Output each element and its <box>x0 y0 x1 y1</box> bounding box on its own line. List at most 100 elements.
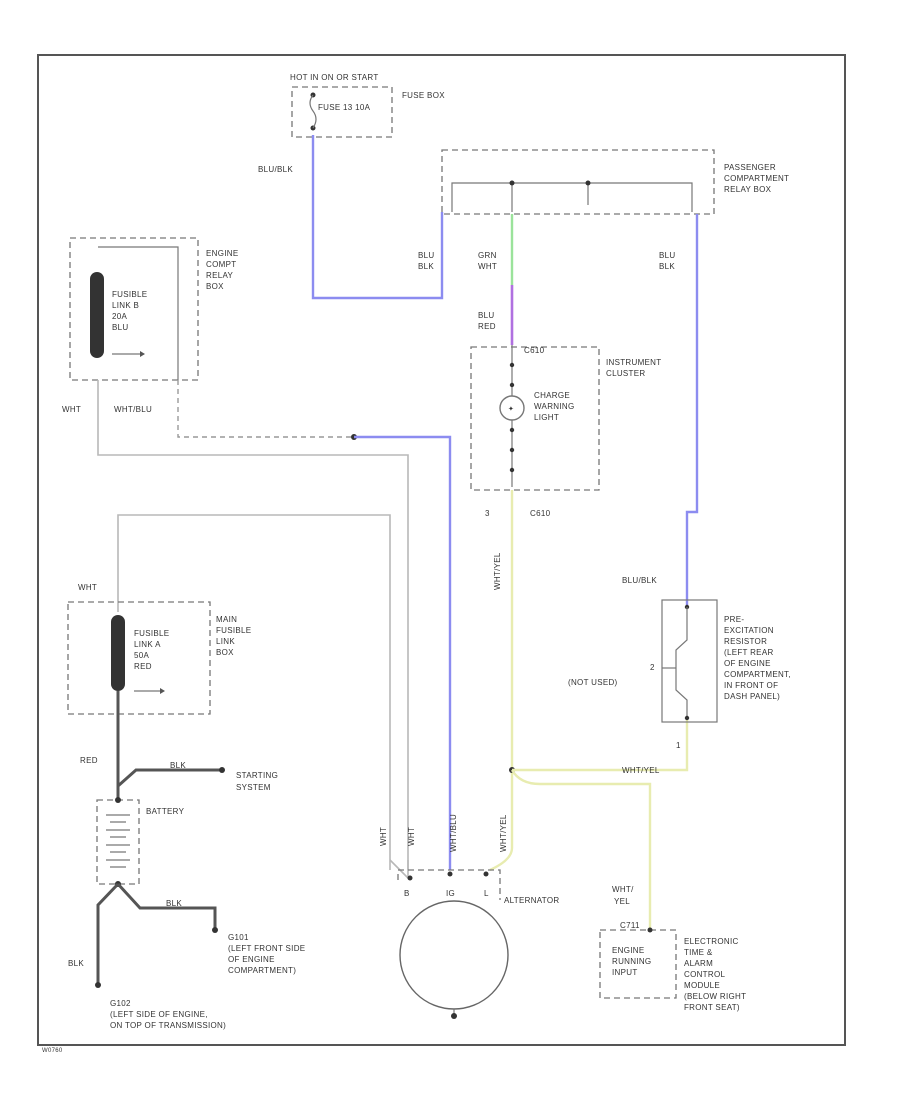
starting-system-line-2: SYSTEM <box>236 783 271 792</box>
wire-label-blu-red-1: BLU <box>478 311 494 320</box>
engine-relay-box: FUSIBLE LINK B 20A BLU ENGINE COMPT RELA… <box>69 237 238 381</box>
module-connector: C711 <box>620 921 640 930</box>
fusible-link-a-line-2: LINK A <box>134 640 161 649</box>
relay-box-line-1: PASSENGER <box>724 163 776 172</box>
wire-blk-starting <box>117 768 222 788</box>
passenger-relay-box: PASSENGER COMPARTMENT RELAY BOX <box>441 149 789 215</box>
fusible-link-b-line-2: LINK B <box>112 301 139 310</box>
cluster-line-1: INSTRUMENT <box>606 358 661 367</box>
engine-relay-line-4: BOX <box>206 282 224 291</box>
main-fusible-link-box: FUSIBLE LINK A 50A RED MAIN FUSIBLE LINK… <box>67 601 251 715</box>
charge-light-icon <box>499 395 525 421</box>
module-line-5: MODULE <box>684 981 720 990</box>
cluster-connector-top: C610 <box>524 346 545 355</box>
module-line-7: FRONT SEAT) <box>684 1003 740 1012</box>
alt-pin-ig: IG <box>446 889 455 898</box>
charge-light-line-1: CHARGE <box>534 391 570 400</box>
alt-pin-b: B <box>404 889 410 898</box>
wire-label-wht-blu-top: WHT/BLU <box>114 405 152 414</box>
wire-label-wht-alt-2: WHT <box>407 827 416 846</box>
wire-wht-blu-alt <box>354 435 452 870</box>
battery-label: BATTERY <box>146 807 185 816</box>
alternator-label: ALTERNATOR <box>504 896 559 905</box>
cluster-line-2: CLUSTER <box>606 369 645 378</box>
diagram-id: W0760 <box>42 1048 63 1054</box>
fusible-link-b-icon <box>90 272 104 358</box>
cluster-connector-bottom: C610 <box>530 509 551 518</box>
wire-label-wht-yel-alt: WHT/YEL <box>499 814 508 852</box>
wire-wht-main <box>117 514 391 870</box>
module-line-3: ALARM <box>684 959 713 968</box>
not-used-label: (NOT USED) <box>568 678 618 687</box>
wire-label-blu-right-2: BLK <box>659 262 675 271</box>
wire-label-blk-g101: BLK <box>166 899 182 908</box>
alt-pin-l: L <box>484 889 489 898</box>
wire-blk-g102 <box>96 882 120 985</box>
cluster-pin-left: 3 <box>485 509 490 518</box>
wire-label-blu-blk-top: BLU/BLK <box>258 165 293 174</box>
engine-running-line-1: ENGINE <box>612 946 644 955</box>
wire-blk-g101 <box>116 882 217 928</box>
wire-label-wht-main: WHT <box>78 583 97 592</box>
main-box-line-4: BOX <box>216 648 234 657</box>
wire-blu-blk-fuse <box>311 135 444 300</box>
wire-label-grn-1: GRN <box>478 251 497 260</box>
pre-excitation-line-7: IN FRONT OF <box>724 681 778 690</box>
charge-light-line-2: WARNING <box>534 402 574 411</box>
wire-label-blu-red-2: RED <box>478 322 496 331</box>
fusible-link-a-line-1: FUSIBLE <box>134 629 169 638</box>
g101-line-4: COMPARTMENT) <box>228 966 296 975</box>
module-line-2: TIME & <box>684 948 713 957</box>
starting-system-line-1: STARTING <box>236 771 278 780</box>
main-box-line-3: LINK <box>216 637 235 646</box>
fusible-link-b-line-1: FUSIBLE <box>112 290 147 299</box>
wire-label-wht-left: WHT <box>62 405 81 414</box>
fusible-link-a-line-4: RED <box>134 662 152 671</box>
g102-line-3: ON TOP OF TRANSMISSION) <box>110 1021 226 1030</box>
wire-label-wht-alt-1: WHT <box>379 827 388 846</box>
module-line-1: ELECTRONIC <box>684 937 739 946</box>
fusible-link-b-line-3: 20A <box>112 312 127 321</box>
svg-text:✦: ✦ <box>508 405 514 413</box>
wire-label-blu-right-1: BLU <box>659 251 675 260</box>
alternator: B IG L ALTERNATOR <box>389 859 559 1019</box>
fuse-13-label: FUSE 13 10A <box>318 103 371 112</box>
control-module: C711 ENGINE RUNNING INPUT ELECTRONIC TIM… <box>599 921 746 1012</box>
resistor-pin-2: 2 <box>650 663 655 672</box>
main-box-line-1: MAIN <box>216 615 237 624</box>
resistor-pin-1: 1 <box>676 741 681 750</box>
instrument-cluster: C610 INSTRUMENT CLUSTER ✦ CHARGE WARNING… <box>470 345 661 491</box>
wire-label-blk-start: BLK <box>170 761 186 770</box>
pre-excitation-resistor: PRE- EXCITATION RESISTOR (LEFT REAR OF E… <box>661 599 791 723</box>
pre-excitation-line-5: OF ENGINE <box>724 659 771 668</box>
wire-wht-blu-dashed <box>177 380 354 438</box>
wire-label-wht-yel-cluster: WHT/YEL <box>493 552 502 590</box>
main-box-line-2: FUSIBLE <box>216 626 251 635</box>
wire-label-wht-yel-module-2: YEL <box>614 897 630 906</box>
fusible-link-a-icon <box>111 615 125 691</box>
engine-relay-line-2: COMPT <box>206 260 236 269</box>
pre-excitation-line-6: COMPARTMENT, <box>724 670 791 679</box>
wire-label-red: RED <box>80 756 98 765</box>
g102-line-2: (LEFT SIDE OF ENGINE, <box>110 1010 208 1019</box>
fuse-box-label: FUSE BOX <box>402 91 445 100</box>
pre-excitation-line-3: RESISTOR <box>724 637 767 646</box>
g101-line-3: OF ENGINE <box>228 955 275 964</box>
wire-wht-yel-resistor <box>512 720 689 772</box>
g101-line-2: (LEFT FRONT SIDE <box>228 944 305 953</box>
wire-wht-yel-cluster <box>489 490 514 872</box>
wire-label-blu-left-1: BLU <box>418 251 434 260</box>
wire-label-grn-2: WHT <box>478 262 497 271</box>
wire-wht-left <box>97 380 409 870</box>
battery: BATTERY <box>96 797 185 887</box>
relay-box-line-2: COMPARTMENT <box>724 174 789 183</box>
wire-label-wht-yel-resistor: WHT/YEL <box>622 766 660 775</box>
wire-label-wht-blu-alt: WHT/BLU <box>449 814 458 852</box>
wire-label-wht-yel-module-1: WHT/ <box>612 885 634 894</box>
module-line-4: CONTROL <box>684 970 725 979</box>
wire-blu-blk-right <box>685 214 699 605</box>
wire-label-blk-g102: BLK <box>68 959 84 968</box>
wire-label-blu-blk-resistor: BLU/BLK <box>622 576 657 585</box>
pre-excitation-line-8: DASH PANEL) <box>724 692 780 701</box>
